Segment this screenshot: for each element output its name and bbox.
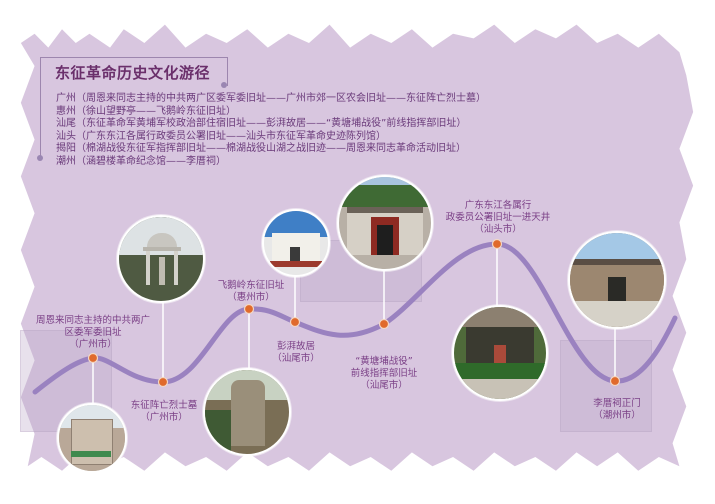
summary-rail bbox=[40, 85, 51, 157]
stop-label-line: 彭湃故居 bbox=[276, 341, 315, 352]
stop-label-feieling: 飞鹅岭东征旧址 （惠州市） bbox=[208, 280, 294, 304]
summary-rail-dot bbox=[37, 155, 43, 161]
title-frame bbox=[40, 57, 228, 86]
stop-label-city: （广州市） bbox=[69, 339, 117, 350]
page-title: 东征革命历史文化游径 bbox=[55, 64, 211, 82]
summary-jieyang: 揭阳（棉湖战役东征军指挥部旧址——棉湖战役山湖之战旧迹——周恩来同志革命活动旧址… bbox=[56, 143, 466, 154]
stop-label-line: “黄塘埔战役” bbox=[355, 356, 413, 367]
summary-shanwei: 汕尾（东征革命军黄埔军校政治部住宿旧址——彭湃故居——“黄塘埔战役”前线指挥部旧… bbox=[56, 118, 467, 129]
photo-peng-pai-residence[interactable] bbox=[262, 209, 330, 277]
stop-label-line: 东征阵亡烈士墓 bbox=[130, 400, 198, 411]
stop-label-city: （汕尾市） bbox=[272, 353, 320, 364]
background-building-silhouette bbox=[560, 340, 652, 432]
photo-dongjiang-admin-courtyard[interactable] bbox=[452, 305, 548, 401]
stop-label-city: （潮州市） bbox=[593, 410, 641, 421]
stop-label-line: 广东东江各属行 bbox=[464, 200, 532, 211]
stop-label-licuo: 李厝祠正门 （潮州市） bbox=[585, 398, 649, 422]
stop-label-city: （惠州市） bbox=[227, 292, 275, 303]
photo-huangtangbu-hq[interactable] bbox=[337, 175, 433, 271]
stop-label-line: 李厝祠正门 bbox=[593, 398, 641, 409]
stop-label-peng-pai: 彭湃故居 （汕尾市） bbox=[270, 341, 322, 365]
stop-label-dongjiang-admin: 广东东江各属行 政委员公署旧址一进天井 （汕头市） bbox=[436, 200, 560, 236]
stop-label-line: 前线指挥部旧址 bbox=[350, 368, 418, 379]
stop-label-line: 区委军委旧址 bbox=[64, 327, 122, 338]
stop-label-city: （广州市） bbox=[140, 412, 188, 423]
stop-label-city: （汕头市） bbox=[474, 224, 522, 235]
stop-label-line: 政委员公署旧址一进天井 bbox=[445, 212, 551, 223]
summary-chaozhou: 潮州（涵碧楼革命纪念馆——李厝祠） bbox=[56, 155, 226, 167]
stop-label-huangtangbu: “黄塘埔战役” 前线指挥部旧址 （汕尾市） bbox=[346, 356, 422, 392]
summary-guangzhou: 广州（周恩来同志主持的中共两广区委军委旧址——广州市郊一区农会旧址——东征阵亡烈… bbox=[56, 93, 486, 104]
stop-label-city: （汕尾市） bbox=[360, 380, 408, 391]
route-markers bbox=[87, 238, 621, 388]
stop-label-zhou-enlai: 周恩来同志主持的中共两广 区委军委旧址 （广州市） bbox=[32, 315, 154, 351]
summary-shantou: 汕头（广东东江各属行政委员公署旧址——汕头市东征军革命史迹陈列馆） bbox=[56, 130, 386, 142]
photo-zhou-enlai-military-committee[interactable] bbox=[57, 403, 127, 473]
summary-huizhou: 惠州（徐山望野亭——飞鹅岭东征旧址） bbox=[56, 105, 236, 117]
stop-label-line: 周恩来同志主持的中共两广 bbox=[35, 315, 150, 326]
photo-licuo-ancestral-hall[interactable] bbox=[568, 231, 666, 329]
photo-martyrs-tomb-pavilion[interactable] bbox=[117, 215, 205, 303]
photo-feieling-site-sculpture[interactable] bbox=[203, 368, 291, 456]
stop-label-martyrs-tomb: 东征阵亡烈士墓 （广州市） bbox=[120, 400, 208, 424]
stop-label-line: 飞鹅岭东征旧址 bbox=[217, 280, 285, 291]
title-frame-dot bbox=[221, 82, 227, 88]
route-summary: 广州（周恩来同志主持的中共两广区委军委旧址——广州市郊一区农会旧址——东征阵亡烈… bbox=[56, 93, 486, 168]
